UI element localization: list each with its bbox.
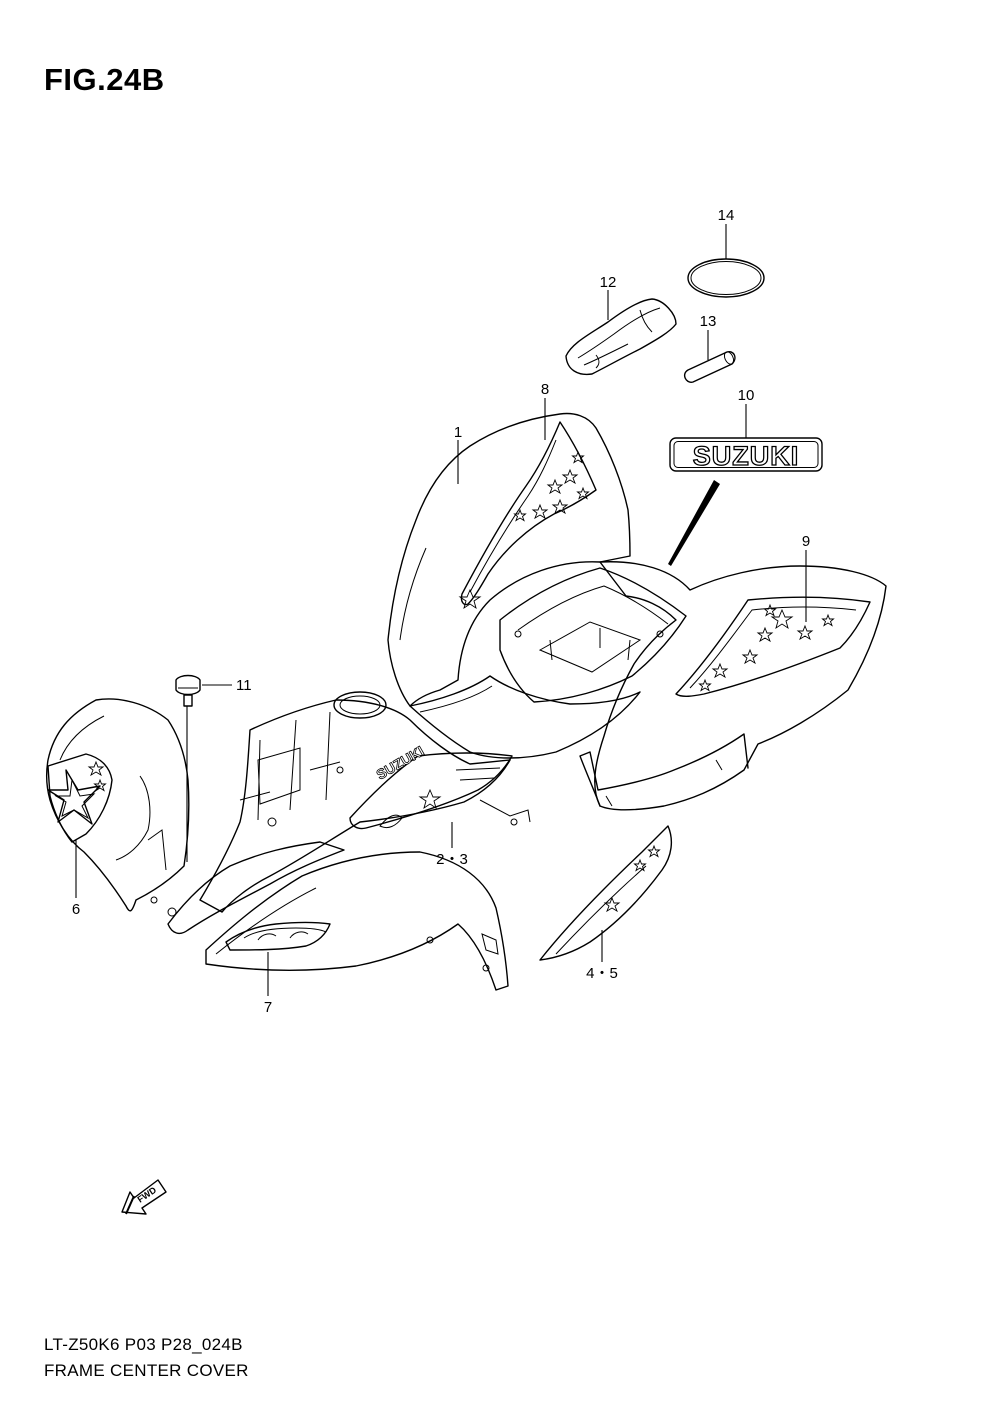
callout-2-3: 2・3 (436, 851, 468, 868)
callout-4-5: 4・5 (586, 965, 618, 982)
callout-12: 12 (600, 274, 617, 291)
rear-decal-stars (698, 603, 835, 692)
figure-title: FIG.24B (44, 62, 165, 97)
emblem-text: SUZUKI (693, 441, 800, 471)
callout-7: 7 (264, 999, 272, 1016)
pipe-part (683, 351, 736, 383)
o-ring-part (687, 258, 765, 298)
callout-9: 9 (802, 533, 810, 550)
leader-lines (75, 224, 807, 996)
cap-cover-part (565, 298, 677, 376)
forward-arrow-icon: FWD (121, 1179, 167, 1215)
callout-10: 10 (738, 387, 755, 404)
callout-11: 11 (236, 677, 252, 694)
callout-14: 14 (718, 207, 735, 224)
callout-labels: 14 12 13 10 8 1 9 11 2・3 6 4・5 7 (72, 207, 810, 1016)
frame-center-cover-part: SUZUKI (45, 412, 887, 991)
suzuki-emblem-part: SUZUKI (669, 437, 823, 472)
bolt-part (175, 674, 201, 707)
callout-13: 13 (700, 313, 717, 330)
emblem-pointer (668, 480, 720, 566)
side-sticker-text: SUZUKI (374, 743, 427, 783)
callout-1: 1 (454, 424, 462, 441)
figure-code: LT-Z50K6 P03 P28_024B (44, 1335, 243, 1354)
hood-decal-stars (458, 450, 590, 610)
figure-footer: LT-Z50K6 P03 P28_024B FRAME CENTER COVER (44, 1332, 249, 1384)
figure-name: FRAME CENTER COVER (44, 1361, 249, 1380)
callout-8: 8 (541, 381, 549, 398)
callout-6: 6 (72, 901, 80, 918)
side-sticker-part (539, 825, 673, 961)
